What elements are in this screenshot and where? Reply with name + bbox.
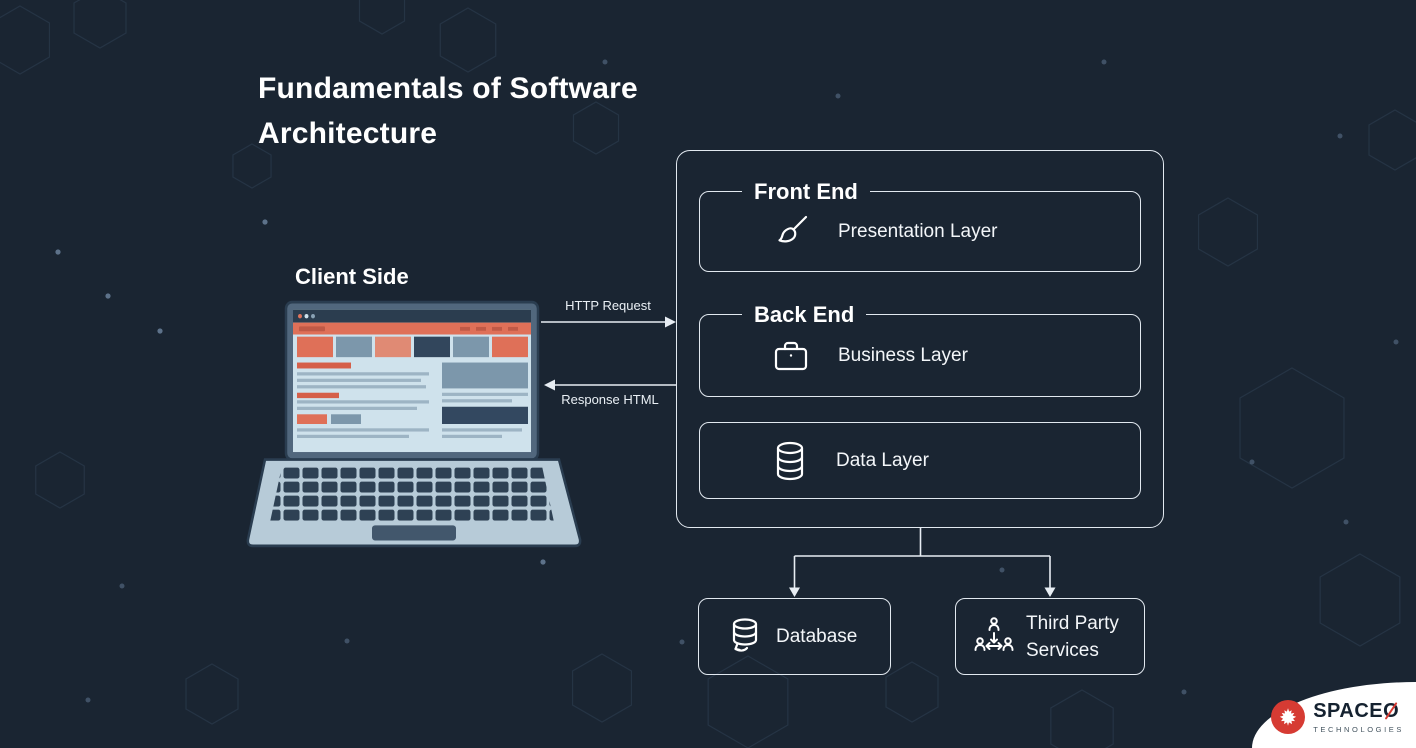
third-party-services-label: Third Party Services	[1026, 612, 1119, 661]
client-side-label: Client Side	[295, 264, 409, 289]
laptop-icon	[246, 300, 582, 548]
database-box: Database	[698, 598, 891, 675]
brand-o-glyph: O	[1383, 700, 1400, 722]
third-party-services-box: Third Party Services	[955, 598, 1145, 675]
maple-leaf-icon	[1271, 700, 1306, 734]
brand-tagline: TECHNOLOGIES	[1313, 725, 1404, 734]
title-line-2: Architecture	[258, 117, 438, 150]
brand-word: SPACE	[1313, 700, 1384, 722]
response-html-label: Response HTML	[561, 392, 659, 407]
laptop-illustration	[246, 300, 582, 548]
paintbrush-icon	[770, 211, 812, 253]
database-icon	[770, 440, 810, 482]
presentation-layer-label: Presentation Layer	[838, 220, 998, 242]
database-sync-icon	[725, 617, 763, 657]
business-layer-box: Back End Business Layer	[699, 299, 1141, 397]
front-end-legend: Front End	[742, 176, 870, 208]
database-label: Database	[776, 626, 858, 647]
presentation-layer-box: Front End Presentation Layer	[699, 176, 1141, 272]
title-line-1: Fundamentals of Software	[258, 72, 638, 105]
team-icon	[972, 616, 1016, 658]
back-end-legend: Back End	[742, 299, 867, 331]
data-layer-box: Data Layer	[699, 422, 1141, 499]
briefcase-icon	[770, 335, 812, 377]
server-architecture-box: Front End Presentation Layer Back End	[676, 150, 1164, 528]
page-title: Fundamentals of Software Architecture	[258, 66, 638, 156]
data-layer-label: Data Layer	[836, 449, 929, 471]
business-layer-label: Business Layer	[838, 344, 968, 366]
http-request-label: HTTP Request	[565, 298, 651, 313]
